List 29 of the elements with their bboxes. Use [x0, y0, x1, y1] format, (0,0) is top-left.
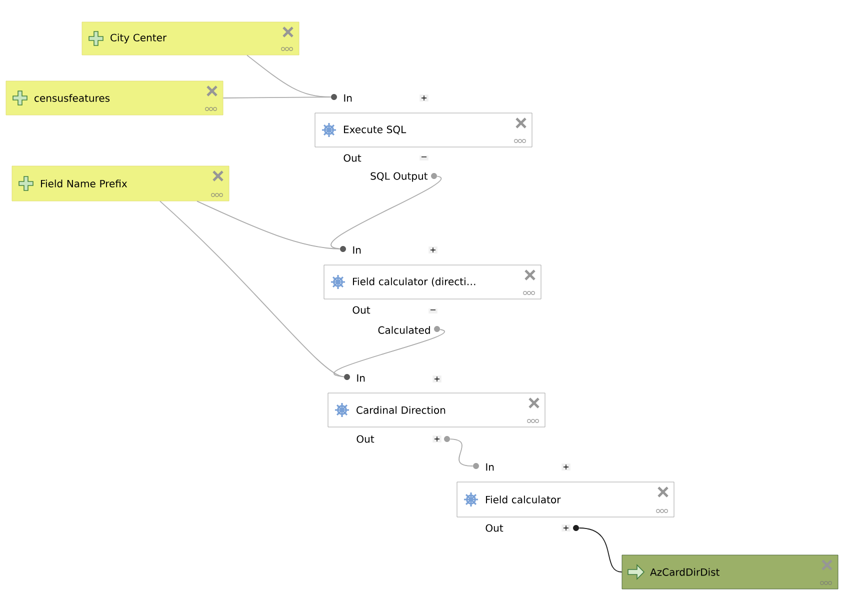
toggle-button: +	[432, 376, 442, 383]
output-box: AzCardDirDist	[622, 554, 838, 590]
connector	[222, 96, 332, 98]
toggle-button: +	[432, 436, 442, 443]
port-label: In	[486, 463, 494, 471]
connector	[331, 176, 442, 250]
connector	[334, 329, 445, 378]
port-label: In	[344, 94, 352, 102]
connector	[450, 438, 474, 466]
toggle-button: +	[562, 464, 570, 471]
port-label: In	[353, 246, 361, 254]
algorithm-box: Cardinal Direction	[328, 392, 546, 428]
toggle-button: +	[428, 246, 438, 254]
algorithm-box: Execute SQL	[314, 112, 532, 148]
connector	[578, 528, 622, 572]
toggle-button: +	[562, 524, 570, 532]
toggle-button: −	[428, 308, 438, 314]
input-box: censusfeatures	[6, 80, 224, 116]
port-label: SQL Output	[370, 172, 428, 182]
algorithm-box: Field calculator (directi…	[324, 264, 542, 300]
input-box: City Center	[82, 22, 300, 56]
input-box: Field Name Prefix	[12, 166, 230, 202]
connector	[160, 200, 344, 378]
port-label: Calculated	[378, 326, 430, 334]
port-label: In	[357, 374, 365, 382]
toggle-button: −	[420, 156, 428, 160]
connector	[196, 200, 340, 250]
algorithm-box: Field calculator	[456, 482, 674, 518]
toggle-button: +	[420, 94, 428, 102]
